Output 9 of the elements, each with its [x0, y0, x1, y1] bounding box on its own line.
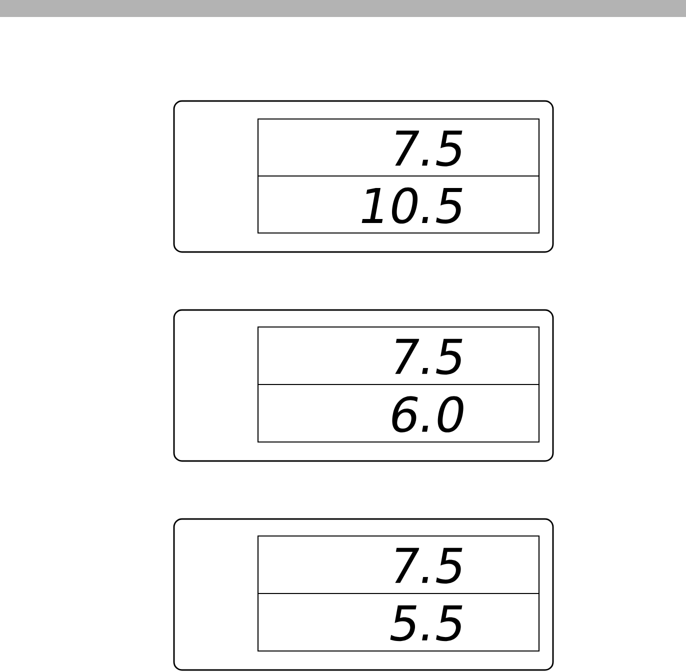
display-row: 7.5 — [257, 326, 540, 386]
display-row: 7.5 — [257, 535, 540, 594]
display-panel — [173, 309, 554, 462]
display-row: 6.0 — [257, 384, 540, 443]
display-panel — [173, 100, 554, 253]
display-row: 7.5 — [257, 118, 540, 177]
display-panel — [173, 518, 554, 671]
display-row: 10.5 — [257, 175, 540, 234]
display-row: 5.5 — [257, 592, 540, 652]
